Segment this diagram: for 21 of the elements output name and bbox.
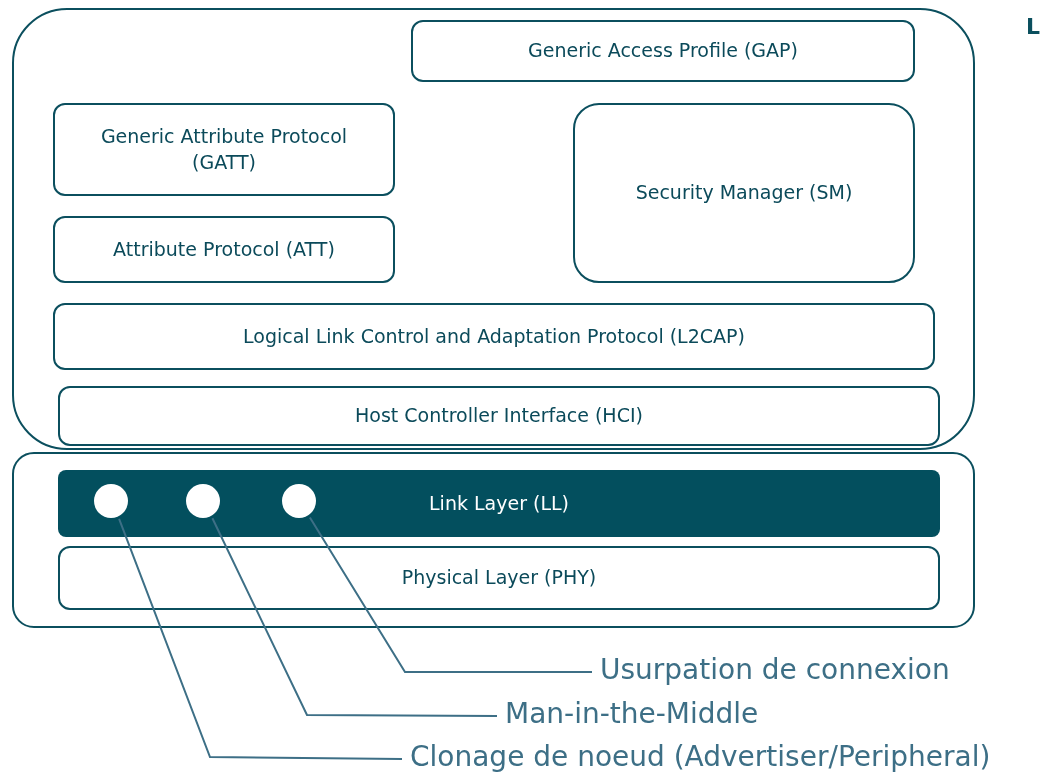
layer-group-frame (12, 8, 975, 450)
attack-point-circle (282, 484, 316, 518)
attack-label: Usurpation de connexion (600, 650, 1000, 690)
leader-line (211, 517, 498, 717)
protocol-layer-box: Security Manager (SM) (573, 103, 915, 283)
attack-point-circle (186, 484, 220, 518)
protocol-layer-box: Attribute Protocol (ATT) (53, 216, 395, 283)
attack-label: Man-in-the-Middle (505, 694, 825, 734)
link-layer-bar (58, 470, 940, 537)
heading-text: L (1026, 14, 1041, 39)
layer-group-frame (12, 452, 975, 628)
attack-point-circle (94, 484, 128, 518)
leader-line (118, 517, 403, 760)
protocol-layer-box: Physical Layer (PHY) (58, 546, 940, 610)
leader-line (308, 516, 593, 673)
protocol-layer-box: Logical Link Control and Adaptation Protocol (L2CAP) (53, 303, 935, 370)
protocol-layer-box: Host Controller Interface (HCI) (58, 386, 940, 446)
layer-name: Link Layer (LL) (429, 490, 569, 516)
attack-label: Clonage de noeud (Advertiser/Peripheral) (410, 737, 1042, 777)
protocol-layer-box: Generic Access Profile (GAP) (411, 20, 915, 82)
protocol-layer-box: Generic Attribute Protocol (GATT) (53, 103, 395, 196)
